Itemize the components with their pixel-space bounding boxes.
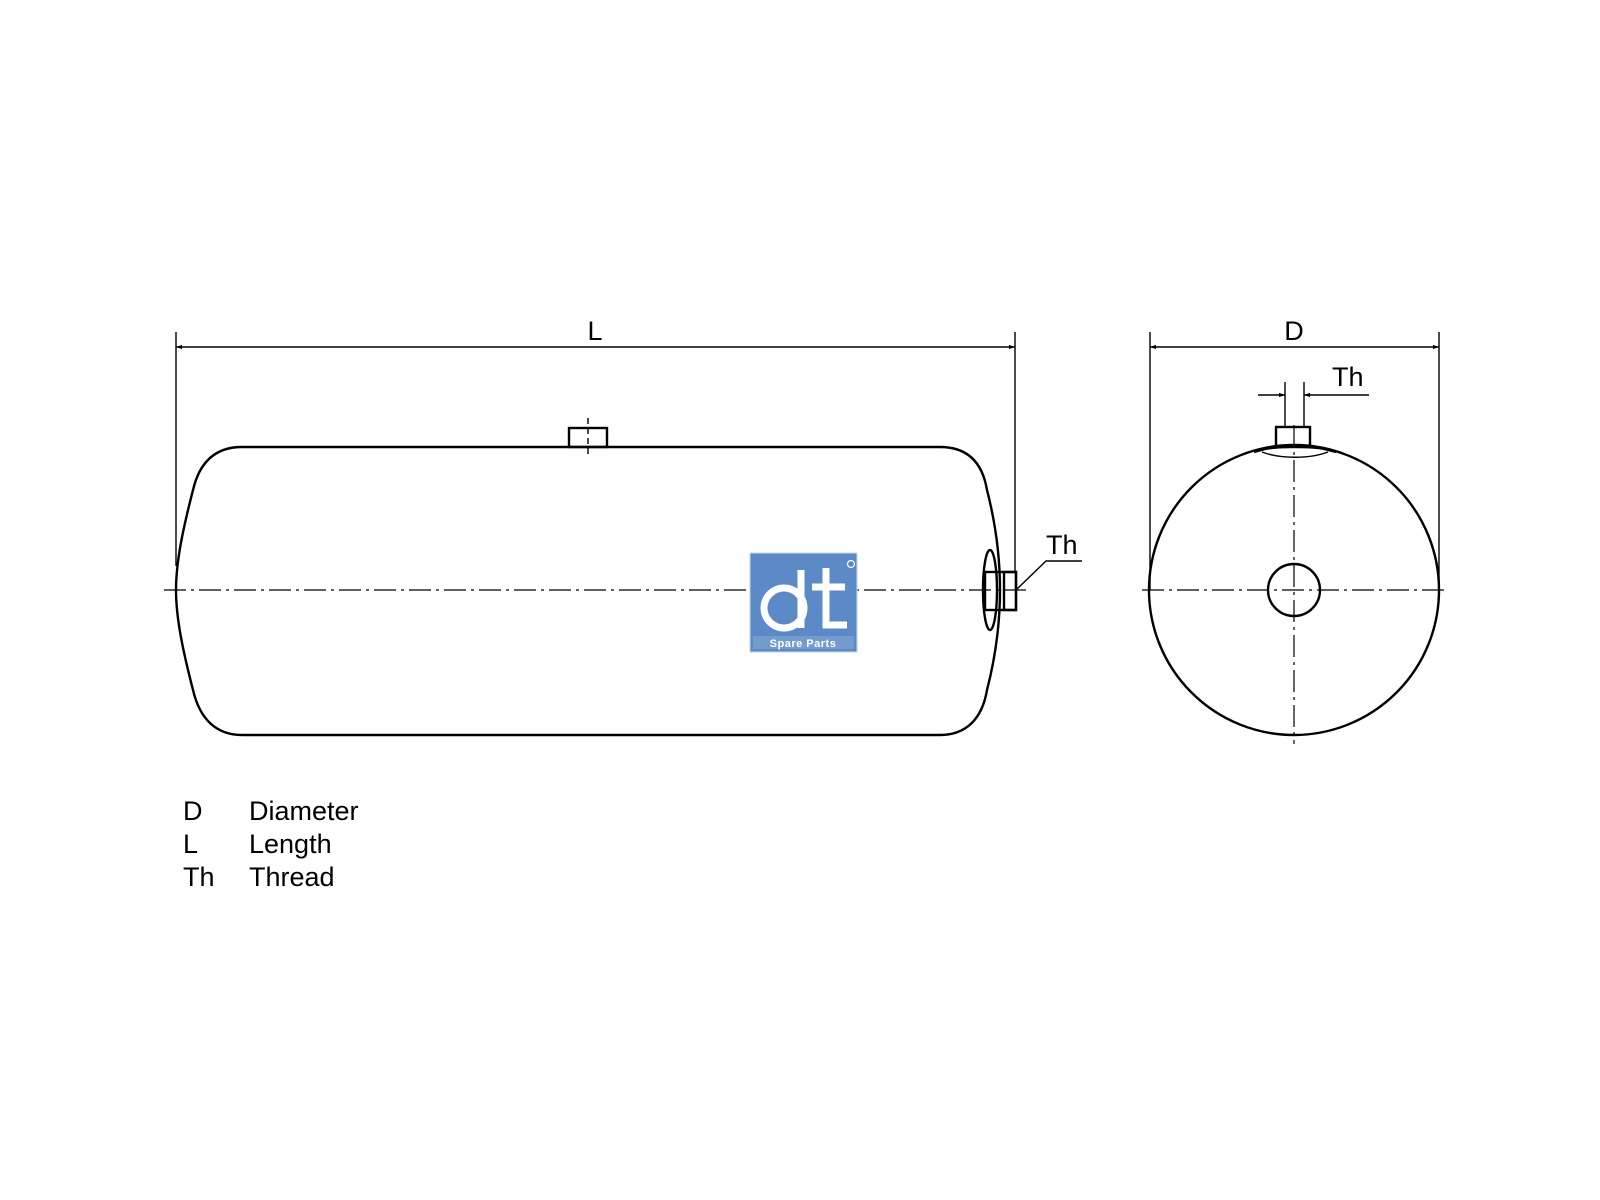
top-fitting: [1274, 425, 1312, 449]
length-label: L: [587, 316, 602, 346]
logo-border: [749, 552, 858, 653]
thread-leader-end: [1015, 560, 1082, 591]
legend-row-thread: Th Thread: [183, 861, 359, 894]
legend-meaning: Diameter: [249, 796, 359, 826]
legend-symbol: D: [183, 796, 203, 826]
legend: D Diameter L Length Th Thread: [183, 795, 359, 894]
legend-meaning: Thread: [249, 862, 335, 892]
side-view: L Th: [164, 316, 1082, 737]
tank-body-outline: [174, 445, 1002, 737]
legend-symbol: Th: [183, 862, 215, 892]
legend-row-length: L Length: [183, 828, 359, 861]
end-port-thread: [1002, 570, 1018, 612]
diameter-label: D: [1284, 316, 1304, 346]
logo-text-strip: [753, 636, 854, 649]
thread-label-top: Th: [1332, 362, 1364, 392]
logo-registered-mark: [846, 559, 856, 569]
logo-text: Spare Parts: [770, 638, 837, 650]
legend-row-diameter: D Diameter: [183, 795, 359, 828]
legend-symbol: L: [183, 829, 199, 859]
thread-label-end: Th: [1046, 530, 1078, 560]
top-fitting-saddle-curve: [1261, 451, 1329, 458]
legend-meaning: Length: [249, 829, 332, 859]
end-view: D Th: [1142, 316, 1446, 744]
dt-spare-parts-logo: Spare Parts: [749, 552, 858, 653]
